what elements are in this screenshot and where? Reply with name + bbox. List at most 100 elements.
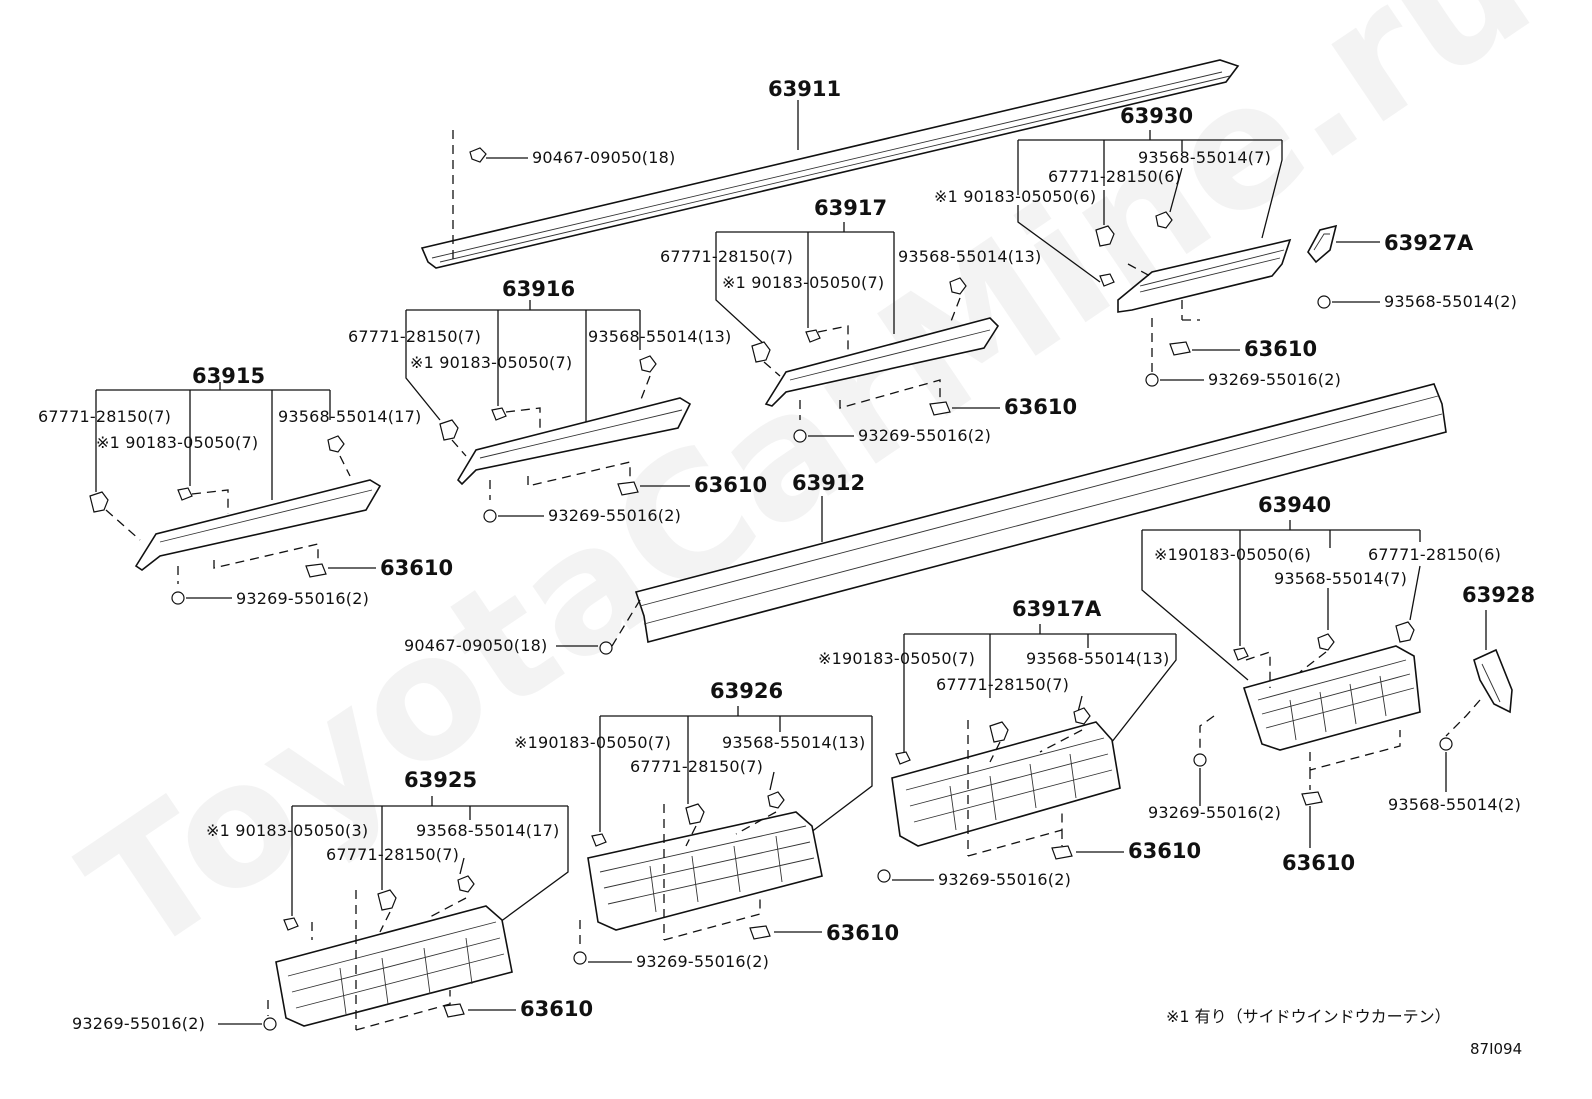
clip-90467-top — [469, 147, 487, 163]
clip-63610-63917A — [1051, 845, 1073, 860]
label-93269-b: 93269-55016(2) — [858, 426, 991, 445]
part-63915-garnish — [134, 479, 382, 571]
label-90467-bottom: 90467-09050(18) — [404, 636, 547, 655]
label-93568-13-c: 93568-55014(13) — [588, 327, 731, 346]
label-93568-17-d: 93568-55014(17) — [278, 407, 421, 426]
label-63926: 63926 — [710, 679, 783, 703]
screw-93568-63928 — [1439, 737, 1453, 751]
label-63940: 63940 — [1258, 493, 1331, 517]
clip-63610-63930 — [1169, 341, 1191, 356]
clip-67771-63925 — [377, 889, 397, 911]
clip-67771-63930 — [1095, 225, 1115, 247]
label-90183-7-h: ※190183-05050(7) — [514, 733, 671, 752]
label-67771-7-c: 67771-28150(7) — [348, 327, 481, 346]
clip-93568-63940 — [1317, 633, 1335, 651]
label-93568-2-a: 93568-55014(2) — [1384, 292, 1517, 311]
label-90183-7-d: ※1 90183-05050(7) — [96, 433, 258, 452]
clip-90183-63930 — [1099, 273, 1115, 287]
clip-93568-63916 — [639, 355, 657, 373]
label-63610-h: 63610 — [520, 997, 593, 1021]
clip-63610-63926 — [749, 925, 771, 940]
label-93269-e: 93269-55016(2) — [1148, 803, 1281, 822]
label-67771-7-i: 67771-28150(7) — [326, 845, 459, 864]
clip-93568-63926 — [767, 791, 785, 809]
label-90183-7-c: ※1 90183-05050(7) — [410, 353, 572, 372]
clip-90183-63915 — [177, 487, 193, 501]
screw-93269-63930 — [1145, 373, 1159, 387]
clip-90183-63926 — [591, 833, 607, 847]
clip-67771-63915 — [89, 491, 109, 513]
label-63610-a: 63610 — [1244, 337, 1317, 361]
clip-67771-63917A — [989, 721, 1009, 743]
clip-90183-63925 — [283, 917, 299, 931]
clip-93568-63915 — [327, 435, 345, 453]
label-93568-13-b: 93568-55014(13) — [898, 247, 1041, 266]
label-63610-e: 63610 — [1282, 851, 1355, 875]
clip-63610-63917 — [929, 401, 951, 416]
part-63926-bracket — [587, 811, 823, 931]
part-63930-garnish — [1117, 238, 1292, 313]
clip-90183-63940 — [1233, 647, 1249, 661]
label-93269-h: 93269-55016(2) — [636, 952, 769, 971]
label-67771-6-e: 67771-28150(6) — [1368, 545, 1501, 564]
label-93568-7-a: 93568-55014(7) — [1138, 148, 1271, 167]
clip-63610-63916 — [617, 481, 639, 496]
screw-93269-63917 — [793, 429, 807, 443]
label-93269-i: 93269-55016(2) — [72, 1014, 205, 1033]
label-63915: 63915 — [192, 364, 265, 388]
clip-93568-63917A — [1073, 707, 1091, 725]
part-63925-bracket — [275, 905, 513, 1027]
label-63927A: 63927A — [1384, 231, 1474, 255]
label-90183-7-b: ※1 90183-05050(7) — [722, 273, 884, 292]
label-93568-2-f: 93568-55014(2) — [1388, 795, 1521, 814]
label-63610-f: 63610 — [1128, 839, 1201, 863]
label-67771-7-d: 67771-28150(7) — [38, 407, 171, 426]
label-93269-c: 93269-55016(2) — [548, 506, 681, 525]
screw-93269-63917A — [877, 869, 891, 883]
label-93269-d: 93269-55016(2) — [236, 589, 369, 608]
diagram-reference: 87I094 — [1470, 1040, 1522, 1058]
screw-93269-63926 — [573, 951, 587, 965]
label-63930: 63930 — [1120, 104, 1193, 128]
label-63917A: 63917A — [1012, 597, 1102, 621]
label-93269-g: 93269-55016(2) — [938, 870, 1071, 889]
label-90183-6-e: ※190183-05050(6) — [1154, 545, 1311, 564]
label-63610-g: 63610 — [826, 921, 899, 945]
label-67771-6-a: 67771-28150(6) — [1048, 167, 1181, 186]
part-63916-garnish — [456, 397, 692, 486]
label-90183-6-a: ※1 90183-05050(6) — [934, 187, 1096, 206]
part-63912-rocker-panel — [634, 383, 1447, 643]
clip-93568-63930 — [1155, 211, 1173, 229]
label-67771-7-g: 67771-28150(7) — [936, 675, 1069, 694]
part-63928-cover — [1473, 648, 1513, 714]
label-90183-3-i: ※1 90183-05050(3) — [206, 821, 368, 840]
screw-93269-63925 — [263, 1017, 277, 1031]
screw-93269-63915 — [171, 591, 185, 605]
clip-90183-63916 — [491, 407, 507, 421]
clip-67771-63940 — [1395, 621, 1415, 643]
label-63928: 63928 — [1462, 583, 1535, 607]
clip-67771-63916 — [439, 419, 459, 441]
label-93269-a: 93269-55016(2) — [1208, 370, 1341, 389]
label-63912: 63912 — [792, 471, 865, 495]
clip-63610-63940 — [1301, 791, 1323, 806]
clip-90183-63917 — [805, 329, 821, 343]
label-63610-d: 63610 — [380, 556, 453, 580]
label-63917: 63917 — [814, 196, 887, 220]
label-63610-c: 63610 — [694, 473, 767, 497]
part-63917A-bracket — [891, 721, 1121, 847]
screw-93269-63940 — [1193, 753, 1207, 767]
clip-90183-63917A — [895, 751, 911, 765]
part-63917-garnish — [764, 317, 1000, 407]
label-63925: 63925 — [404, 768, 477, 792]
clip-90467-bottom — [599, 641, 613, 655]
label-93568-13-g: 93568-55014(13) — [1026, 649, 1169, 668]
label-90467-top: 90467-09050(18) — [532, 148, 675, 167]
label-63610-b: 63610 — [1004, 395, 1077, 419]
label-67771-7-h: 67771-28150(7) — [630, 757, 763, 776]
part-63911-molding — [420, 59, 1240, 269]
part-63927A-cap — [1307, 224, 1338, 264]
clip-63610-63915 — [305, 563, 327, 578]
label-63916: 63916 — [502, 277, 575, 301]
